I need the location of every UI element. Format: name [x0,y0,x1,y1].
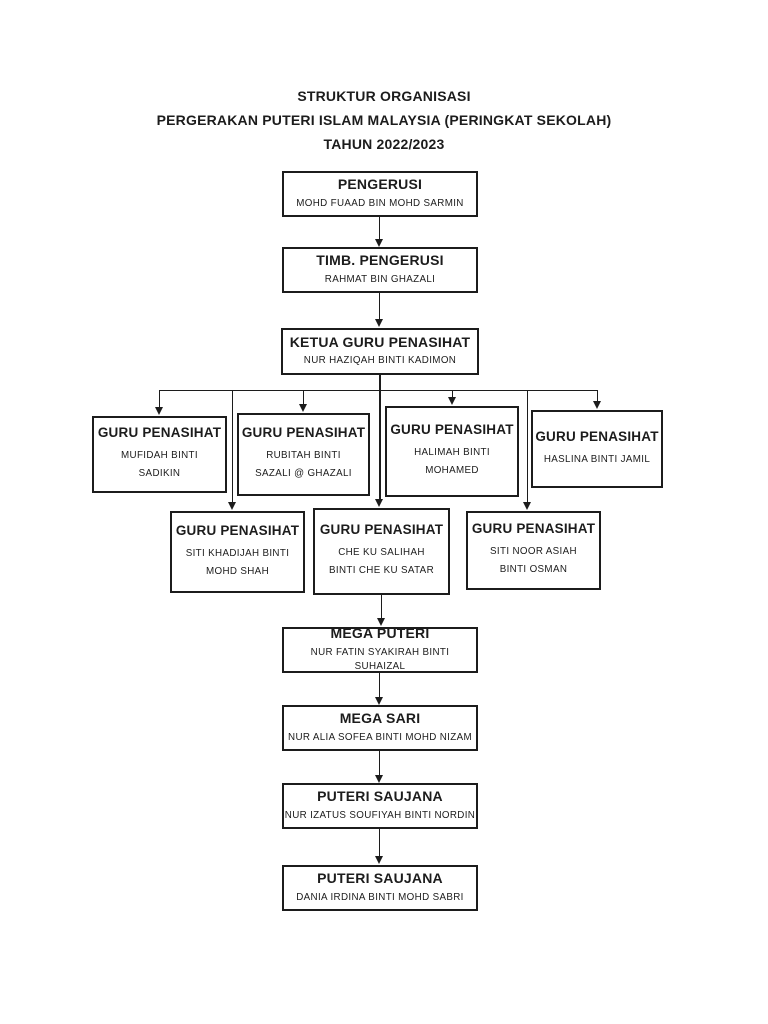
node-name: NUR ALIA SOFEA BINTI MOHD NIZAM [288,731,472,743]
connector-branch-gp4 [596,390,598,402]
node-name: HALIMAH BINTI MOHAMED [414,444,490,480]
org-node-guru-penasihat-3: GURU PENASIHAT HALIMAH BINTI MOHAMED [385,406,519,497]
connector-mega-sari-puteri-saujana-1 [378,751,380,776]
node-name-line: CHE KU SALIHAH [338,547,425,559]
node-role: GURU PENASIHAT [471,521,596,537]
org-node-ketua-guru-penasihat: KETUA GURU PENASIHAT NUR HAZIQAH BINTI K… [281,328,479,375]
org-node-guru-penasihat-6: GURU PENASIHAT CHE KU SALIHAH BINTI CHE … [313,508,450,595]
node-name-line: RUBITAH BINTI [266,450,341,462]
node-name-line: BINTI CHE KU SATAR [328,565,434,577]
org-node-timb-pengerusi: TIMB. PENGERUSI RAHMAT BIN GHAZALI [282,247,478,293]
node-role: PUTERI SAUJANA [317,788,443,805]
connector-timb-ketua [378,293,380,320]
node-role: GURU PENASIHAT [535,429,659,444]
node-role: TIMB. PENGERUSI [316,252,444,269]
org-node-guru-penasihat-1: GURU PENASIHAT MUFIDAH BINTI SADIKIN [92,416,227,493]
node-role: GURU PENASIHAT [390,422,514,438]
node-name: SITI KHADIJAH BINTI MOHD SHAH [186,545,290,581]
org-node-guru-penasihat-4: GURU PENASIHAT HASLINA BINTI JAMIL [531,410,663,488]
arrow-down-icon [374,239,383,247]
arrow-down-icon [374,697,383,705]
node-role: PENGERUSI [337,176,423,193]
node-name: SITI NOOR ASIAH BINTI OSMAN [490,543,577,579]
page-title-line-1: STRUKTUR ORGANISASI [297,88,471,104]
node-name: MOHD FUAAD BIN MOHD SARMIN [296,197,464,209]
node-role: KETUA GURU PENASIHAT [289,333,471,350]
arrow-down-icon [374,856,383,864]
connector-mega-puteri-mega-sari [378,673,380,698]
org-node-mega-puteri: MEGA PUTERI NUR FATIN SYAKIRAH BINTI SUH… [282,625,478,673]
page-title-line-2: PERGERAKAN PUTERI ISLAM MALAYSIA (PERING… [156,112,612,128]
org-node-guru-penasihat-7: GURU PENASIHAT SITI NOOR ASIAH BINTI OSM… [466,511,601,590]
node-role: MEGA SARI [339,710,421,727]
connector-puteri-saujana-1-puteri-saujana-2 [378,829,380,857]
connector-pengerusi-timb [378,217,380,240]
connector-branch-gp3 [451,390,453,398]
connector-branch-gp6 [379,390,381,500]
node-name-line: HASLINA BINTI JAMIL [543,453,651,465]
node-name: RUBITAH BINTI SAZALI @ GHAZALI [255,447,352,483]
node-name: MUFIDAH BINTI SADIKIN [121,447,198,483]
node-role: GURU PENASIHAT [319,522,444,538]
arrow-down-icon [376,618,385,626]
connector-branch-gp5 [231,390,233,503]
node-name-line: MOHD SHAH [205,565,269,577]
node-name: NUR HAZIQAH BINTI KADIMON [303,355,457,367]
arrow-down-icon [375,499,383,507]
node-name-line: BINTI OSMAN [499,564,568,576]
node-name: RAHMAT BIN GHAZALI [324,273,436,285]
node-name-line: MOHAMED [425,465,479,477]
org-node-pengerusi: PENGERUSI MOHD FUAAD BIN MOHD SARMIN [282,171,478,217]
node-name: HASLINA BINTI JAMIL [544,451,650,469]
node-name: DANIA IRDINA BINTI MOHD SABRI [296,891,464,903]
node-role: GURU PENASIHAT [241,425,366,441]
connector-branch-gp1 [158,390,160,408]
connector-gp6-mega-puteri [380,595,382,619]
connector-ketua-branch-stub [379,375,381,391]
node-name: CHE KU SALIHAH BINTI CHE KU SATAR [329,544,434,580]
arrow-down-icon [154,407,163,415]
node-name: NUR FATIN SYAKIRAH BINTI SUHAIZAL [310,646,450,673]
node-role: MEGA PUTERI [330,625,430,642]
arrow-down-icon [374,775,383,783]
node-role: GURU PENASIHAT [97,425,222,441]
arrow-down-icon [447,397,456,405]
connector-branch-horizontal [158,389,598,391]
node-name-line: SADIKIN [138,468,181,480]
node-name-line: MUFIDAH BINTI [121,450,198,462]
arrow-down-icon [227,502,236,510]
arrow-down-icon [592,401,601,409]
node-name: NUR IZATUS SOUFIYAH BINTI NORDIN [284,809,476,821]
node-name-line: HALIMAH BINTI [414,447,490,459]
org-node-puteri-saujana-2: PUTERI SAUJANA DANIA IRDINA BINTI MOHD S… [282,865,478,911]
org-node-guru-penasihat-5: GURU PENASIHAT SITI KHADIJAH BINTI MOHD … [170,511,305,593]
page-title-line-3: TAHUN 2022/2023 [323,136,445,152]
arrow-down-icon [522,502,531,510]
node-name-line: SAZALI @ GHAZALI [255,468,352,480]
connector-branch-gp2 [302,390,304,405]
node-role: GURU PENASIHAT [175,522,300,538]
connector-branch-gp7 [526,390,528,503]
node-role: PUTERI SAUJANA [317,870,443,887]
org-node-mega-sari: MEGA SARI NUR ALIA SOFEA BINTI MOHD NIZA… [282,705,478,751]
node-name-line: SITI NOOR ASIAH [490,546,577,558]
org-node-puteri-saujana-1: PUTERI SAUJANA NUR IZATUS SOUFIYAH BINTI… [282,783,478,829]
node-name-line: SITI KHADIJAH BINTI [185,547,290,559]
org-node-guru-penasihat-2: GURU PENASIHAT RUBITAH BINTI SAZALI @ GH… [237,413,370,496]
arrow-down-icon [298,404,307,412]
arrow-down-icon [374,319,383,327]
